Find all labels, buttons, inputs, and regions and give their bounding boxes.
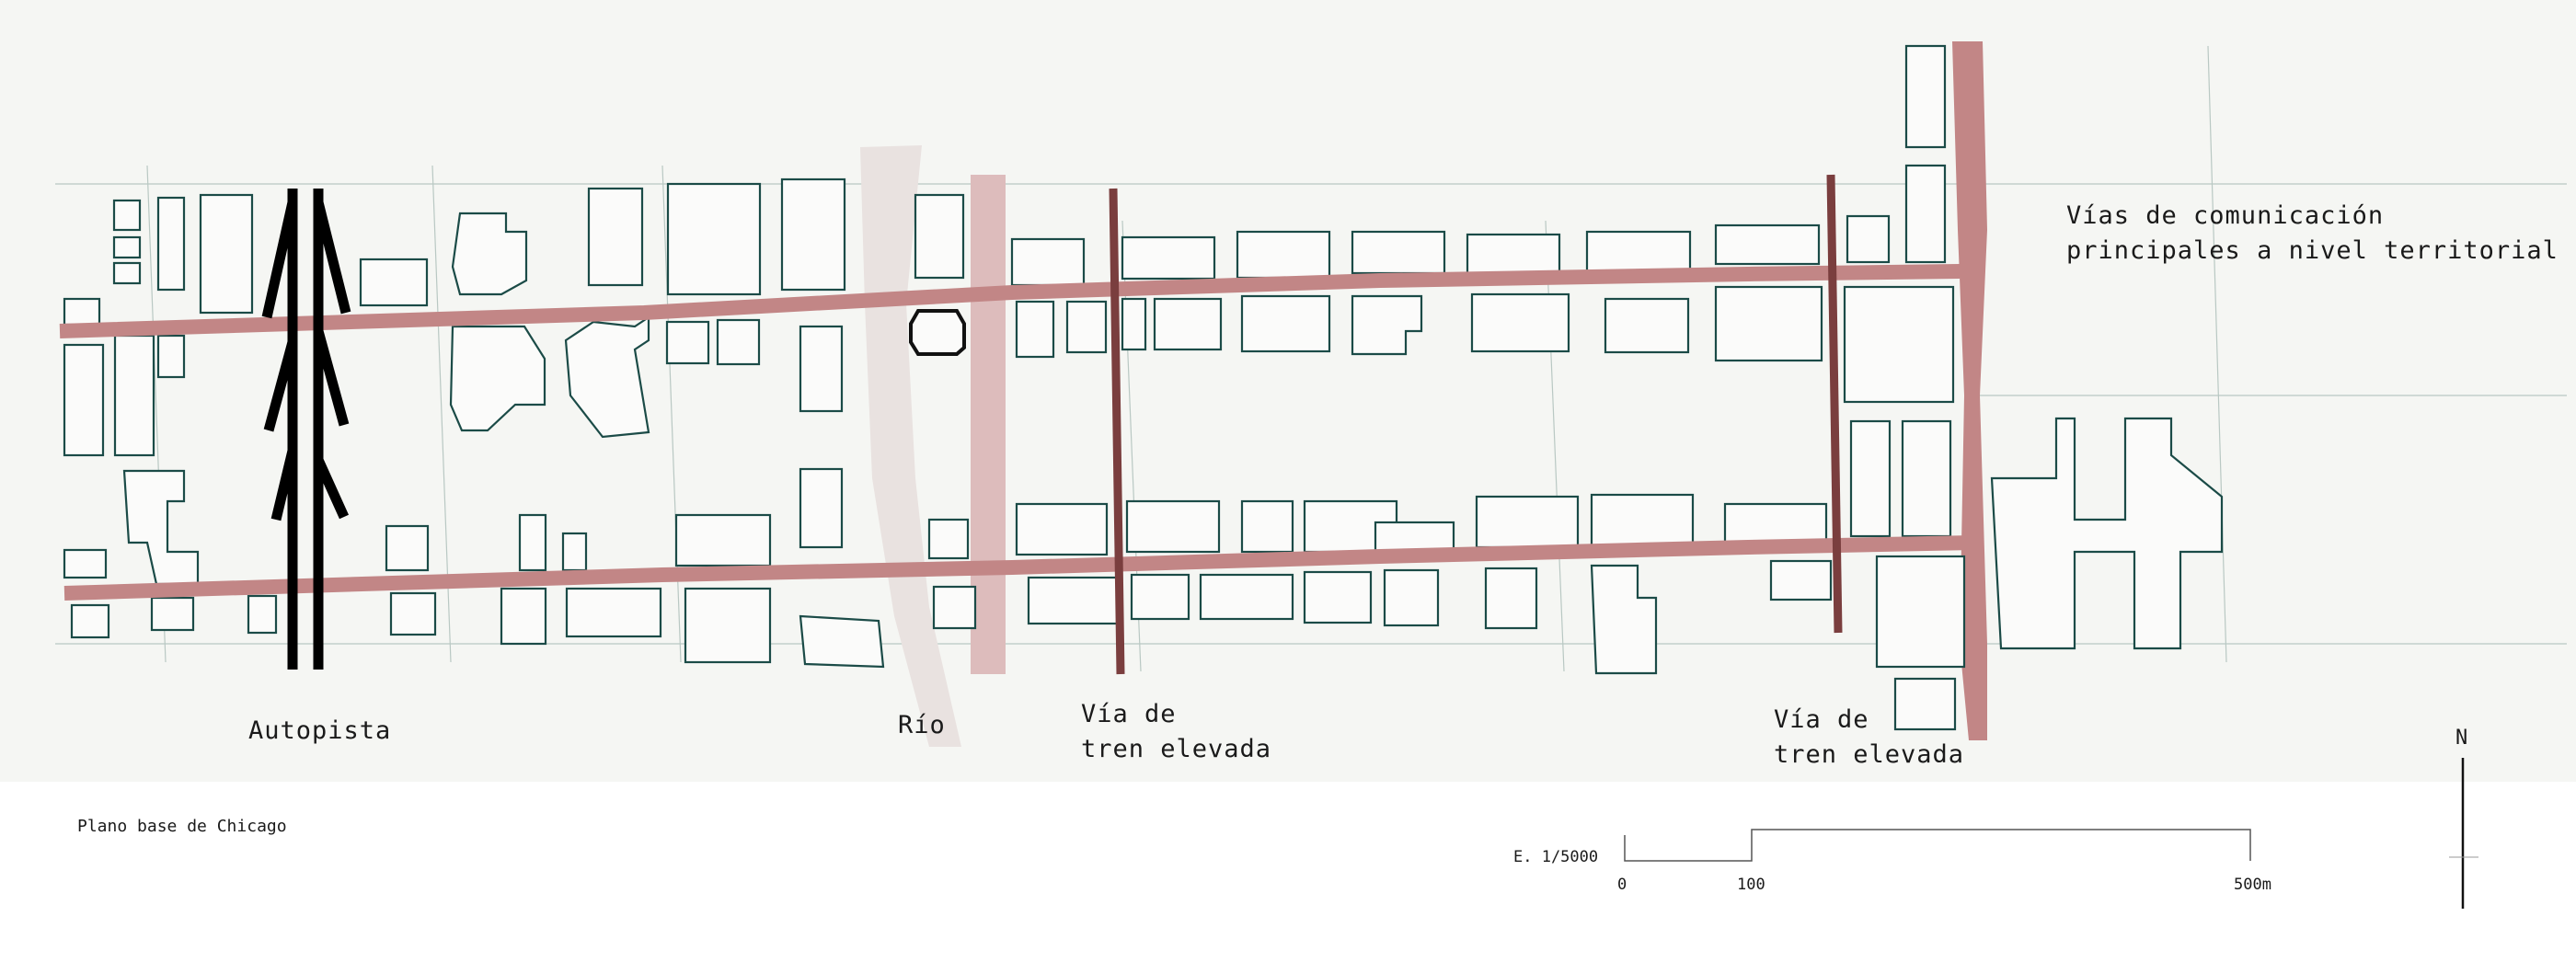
scale-tick-500: 500m: [2234, 876, 2271, 894]
territorial-road-label: Vías de comunicación principales a nivel…: [2066, 201, 2559, 265]
rail-label-west: Vía de tren elevada: [1081, 700, 1272, 763]
rail-line-west: [1109, 188, 1125, 675]
scale-tick-100: 100: [1737, 876, 1765, 894]
street-north: [59, 264, 1961, 338]
rail-label-east: Vía de tren elevada: [1774, 705, 1965, 769]
rail-line-east: [1826, 174, 1843, 634]
scale-ratio: E. 1/5000: [1513, 848, 1599, 866]
river-label: Río: [898, 711, 946, 739]
plan-caption: Plano base de Chicago: [77, 817, 287, 836]
scale-bar-graphic: [1624, 829, 2251, 862]
base-map: [0, 0, 2576, 782]
scale-bar: E. 1/5000 0 100 500m: [1472, 809, 2300, 920]
map-background: [0, 0, 2576, 782]
highway: [261, 189, 351, 670]
north-arrow-icon: [2449, 758, 2478, 909]
north-arrow: N: [2447, 727, 2493, 920]
scale-tick-0: 0: [1617, 876, 1627, 894]
highway-label: Autopista: [248, 716, 392, 745]
riverside-road: [971, 175, 1006, 674]
street-south: [63, 535, 1974, 601]
buildings: [63, 44, 2224, 731]
north-label: N: [2455, 727, 2468, 750]
territorial-road-vertical: [1952, 41, 1987, 740]
